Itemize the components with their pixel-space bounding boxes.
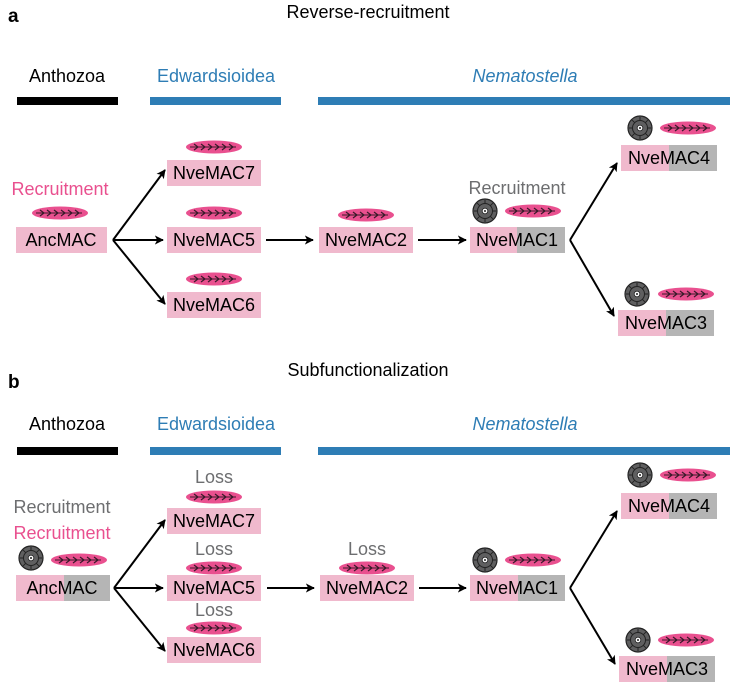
gray-domain-icon: [472, 547, 498, 573]
gray-domain-icon: [627, 115, 653, 141]
gene-label-nvemac3-b: NveMAC3: [626, 659, 708, 679]
gray-domain-icon: [625, 627, 651, 653]
pink-domain-icon: [659, 467, 717, 483]
pink-domain-icon: [185, 205, 243, 221]
gene-box-nvemac7-b: [167, 508, 261, 534]
arrows-b: [113, 510, 618, 665]
gene-label-nvemac4-b: NveMAC4: [628, 496, 710, 516]
gene-label-ancmac-a: AncMAC: [25, 230, 96, 250]
panel-letter-a: a: [8, 6, 19, 27]
recruitment-label-pink-a: Recruitment: [11, 179, 108, 199]
clade-nematostella-b: Nematostella: [472, 414, 577, 434]
pink-domain-icon: [338, 560, 396, 576]
gene-label-nvemac1-b: NveMAC1: [476, 578, 558, 598]
recruitment-label-gray-a: Recruitment: [468, 178, 565, 198]
gene-box-nvemac6-b: [167, 637, 261, 663]
pink-domain-icon: [185, 560, 243, 576]
recruitment-label-pink-b: Recruitment: [13, 523, 110, 543]
gene-box-nvemac7-a: [167, 160, 261, 186]
gene-label-nvemac7-b: NveMAC7: [173, 511, 255, 531]
clade-anthozoa-b: Anthozoa: [29, 414, 106, 434]
gene-box-nvemac5-b: [167, 575, 261, 601]
gene-box-nvemac1-b-pink: [470, 575, 518, 601]
pink-domain-icon: [504, 203, 562, 219]
arrow: [112, 239, 166, 305]
gene-box-nvemac4-a-pink: [621, 145, 669, 171]
gray-domain-icon: [472, 198, 498, 224]
clade-bar-edwardsioidea-b: [150, 447, 281, 455]
panel-b-title: Subfunctionalization: [287, 360, 448, 380]
gene-box-nvemac2-b: [320, 575, 414, 601]
gene-label-nvemac3-a: NveMAC3: [625, 313, 707, 333]
arrow: [569, 239, 615, 317]
gene-label-nvemac1-a: NveMAC1: [476, 230, 558, 250]
gene-label-nvemac5-a: NveMAC5: [173, 230, 255, 250]
loss-label-nvemac7: Loss: [195, 467, 233, 487]
clade-bar-nematostella-a: [318, 97, 730, 105]
gene-box-nvemac1-a-gray: [517, 227, 565, 253]
gene-box-nvemac4-b-pink: [621, 493, 669, 519]
arrow: [113, 519, 166, 589]
arrow: [113, 587, 166, 652]
gene-label-nvemac6-b: NveMAC6: [173, 640, 255, 660]
clade-bar-edwardsioidea-a: [150, 97, 281, 105]
gray-domain-icon: [624, 281, 650, 307]
clade-edwardsioidea-b: Edwardsioidea: [157, 414, 276, 434]
pink-domain-icon: [185, 620, 243, 636]
gene-label-nvemac6-a: NveMAC6: [173, 295, 255, 315]
gene-box-nvemac3-b-pink: [619, 656, 667, 682]
panel-b: b Subfunctionalization Anthozoa Edwardsi…: [8, 360, 730, 682]
gene-box-nvemac6-a: [167, 292, 261, 318]
gene-label-nvemac4-a: NveMAC4: [628, 148, 710, 168]
gray-domain-icon: [18, 545, 44, 571]
panel-letter-b: b: [8, 372, 20, 393]
pink-domain-icon: [657, 632, 715, 648]
panel-a-title: Reverse-recruitment: [286, 2, 449, 22]
loss-label-nvemac6: Loss: [195, 600, 233, 620]
gray-domain-icon: [627, 462, 653, 488]
gene-box-ancmac-a: [16, 227, 107, 253]
gene-label-ancmac-b: AncMAC: [26, 578, 97, 598]
pink-domain-icon: [185, 489, 243, 505]
arrow: [569, 587, 616, 665]
pink-domain-icon: [185, 139, 243, 155]
clade-edwardsioidea-a: Edwardsioidea: [157, 66, 276, 86]
pink-domain-icon: [185, 271, 243, 287]
clade-bar-anthozoa-a: [17, 97, 118, 105]
pink-domain-icon: [337, 207, 395, 223]
gene-label-nvemac2-a: NveMAC2: [325, 230, 407, 250]
gene-box-nvemac2-a: [319, 227, 413, 253]
gene-label-nvemac2-b: NveMAC2: [326, 578, 408, 598]
arrow: [569, 162, 618, 241]
pink-domain-icon: [31, 205, 89, 221]
arrow: [569, 510, 618, 589]
arrow: [112, 169, 166, 241]
pink-domain-icon: [659, 120, 717, 136]
gene-box-ancmac-b-pink: [16, 575, 64, 601]
panel-a: a Reverse-recruitment Anthozoa Edwardsio…: [8, 2, 730, 336]
pink-domain-icon: [504, 552, 562, 568]
loss-label-nvemac5: Loss: [195, 539, 233, 559]
arrows-a: [112, 162, 618, 317]
loss-label-nvemac2: Loss: [348, 539, 386, 559]
pink-domain-icon: [657, 286, 715, 302]
clade-anthozoa-a: Anthozoa: [29, 66, 106, 86]
recruitment-label-gray-b: Recruitment: [13, 497, 110, 517]
gene-box-nvemac3-a-pink: [618, 310, 666, 336]
gene-label-nvemac7-a: NveMAC7: [173, 163, 255, 183]
pink-domain-icon: [50, 552, 108, 568]
gene-label-nvemac5-b: NveMAC5: [173, 578, 255, 598]
clade-bar-anthozoa-b: [17, 447, 118, 455]
clade-bar-nematostella-b: [318, 447, 730, 455]
gene-box-nvemac5-a: [167, 227, 261, 253]
clade-nematostella-a: Nematostella: [472, 66, 577, 86]
